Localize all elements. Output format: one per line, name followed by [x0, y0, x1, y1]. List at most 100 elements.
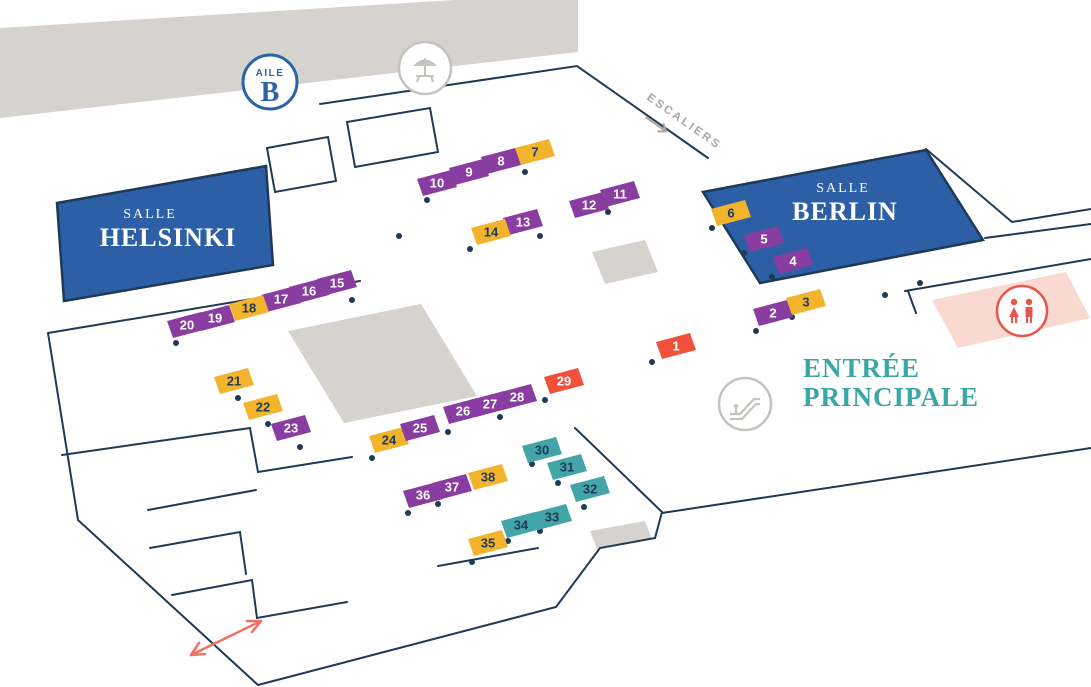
pillar-dot: [529, 461, 535, 467]
room-helsinki-shape: [55, 164, 275, 303]
aile-label: AILE: [256, 68, 285, 79]
booth-number: 15: [330, 276, 344, 291]
booth-16[interactable]: 16: [289, 278, 329, 304]
central-gray-block: [288, 304, 477, 423]
aile-b-circle: [241, 53, 299, 111]
booth-13[interactable]: 13: [503, 209, 543, 235]
room-berlin[interactable]: SALLE BERLIN: [700, 148, 986, 285]
booth-38[interactable]: 38: [468, 464, 508, 490]
booth-number: 11: [613, 187, 627, 202]
pillar-dot: [522, 169, 528, 175]
bottom-gray-block: [590, 521, 652, 549]
booth-36[interactable]: 36: [403, 482, 443, 508]
booth-number: 25: [413, 421, 427, 436]
pillar-dot: [542, 397, 548, 403]
booth-number: 8: [497, 154, 504, 169]
booth-24[interactable]: 24: [369, 427, 409, 453]
room-berlin-shape: [700, 148, 986, 285]
pillar-dot: [405, 510, 411, 516]
booth-number: 33: [545, 510, 559, 525]
booth-number: 4: [789, 254, 797, 269]
booth-number: 10: [430, 176, 444, 191]
aile-letter: B: [261, 77, 280, 108]
pillar-dot: [917, 280, 923, 286]
booth-9[interactable]: 9: [449, 159, 489, 185]
room-outline-b: [265, 135, 338, 194]
booth-number: 24: [382, 433, 397, 448]
booth-32[interactable]: 32: [570, 476, 610, 502]
booth-1[interactable]: 1: [656, 333, 696, 359]
booth-10[interactable]: 10: [417, 170, 457, 196]
pillar-dot: [581, 504, 587, 510]
main-entrance-label: ENTRÉE PRINCIPALE: [803, 353, 978, 412]
booth-number: 23: [284, 421, 298, 436]
booth-number: 1: [672, 339, 679, 354]
pillar-dot: [467, 246, 473, 252]
booth-4[interactable]: 4: [773, 248, 813, 274]
booth-35[interactable]: 35: [468, 530, 508, 556]
booth-number: 22: [256, 400, 270, 415]
booth-7[interactable]: 7: [515, 139, 555, 165]
booth-34[interactable]: 34: [501, 512, 541, 538]
stairs-label-group: ESCALIERS: [644, 92, 723, 152]
booth-17[interactable]: 17: [261, 286, 301, 312]
booth-12[interactable]: 12: [569, 192, 609, 218]
booth-number: 7: [531, 145, 538, 160]
booth-number: 18: [242, 301, 256, 316]
pillar-dot: [497, 414, 503, 420]
pillar-dot: [173, 340, 179, 346]
booth-18[interactable]: 18: [229, 295, 269, 321]
booth-3[interactable]: 3: [786, 289, 826, 315]
booth-number: 37: [445, 480, 459, 495]
escalator-icon[interactable]: [717, 376, 773, 432]
booth-28[interactable]: 28: [497, 384, 537, 410]
booth-11[interactable]: 11: [600, 181, 640, 207]
small-gray-diamond: [592, 240, 658, 284]
booth-29[interactable]: 29: [544, 368, 584, 394]
booth-14[interactable]: 14: [471, 219, 511, 245]
booth-number: 29: [557, 374, 571, 389]
pillar-dot: [649, 359, 655, 365]
restaurant-icon[interactable]: [397, 40, 453, 96]
booth-number: 30: [535, 443, 549, 458]
room-helsinki-prefix: SALLE: [123, 207, 177, 222]
booth-23[interactable]: 23: [271, 415, 311, 441]
booth-number: 16: [302, 284, 316, 299]
booth-22[interactable]: 22: [243, 394, 283, 420]
pillar-dot: [753, 328, 759, 334]
pillar-dot: [537, 233, 543, 239]
booth-8[interactable]: 8: [481, 148, 521, 174]
room-helsinki[interactable]: SALLE HELSINKI: [55, 164, 275, 303]
stairs-arrow-icon: [645, 116, 668, 133]
booth-31[interactable]: 31: [547, 454, 587, 480]
booth-number: 9: [465, 165, 472, 180]
booth-number: 31: [560, 460, 574, 475]
booth-21[interactable]: 21: [214, 368, 254, 394]
booth-number: 19: [208, 311, 222, 326]
booth-30[interactable]: 30: [522, 437, 562, 463]
booth-5[interactable]: 5: [744, 226, 784, 252]
booth-37[interactable]: 37: [432, 474, 472, 500]
booth-number: 17: [274, 292, 288, 307]
booth-number: 6: [727, 206, 734, 221]
pillar-dot: [297, 444, 303, 450]
booth-6[interactable]: 6: [711, 200, 751, 226]
pillar-dots: [173, 169, 923, 565]
walls: [47, 64, 1091, 687]
booth-20[interactable]: 20: [167, 312, 207, 338]
toilets-area[interactable]: [932, 272, 1090, 348]
booth-33[interactable]: 33: [532, 504, 572, 530]
booth-25[interactable]: 25: [400, 415, 440, 441]
booth-2[interactable]: 2: [753, 300, 793, 326]
toilets-icon: [995, 284, 1049, 338]
room-outline-a: [345, 106, 440, 169]
pillar-dot: [769, 274, 775, 280]
booth-number: 5: [760, 232, 767, 247]
pillar-dot: [709, 225, 715, 231]
booth-number: 27: [483, 397, 497, 412]
booth-number: 38: [481, 470, 495, 485]
flow-double-arrow-icon: [189, 619, 263, 657]
gray-band-corridor: [0, 0, 578, 118]
pillar-dot: [396, 233, 402, 239]
